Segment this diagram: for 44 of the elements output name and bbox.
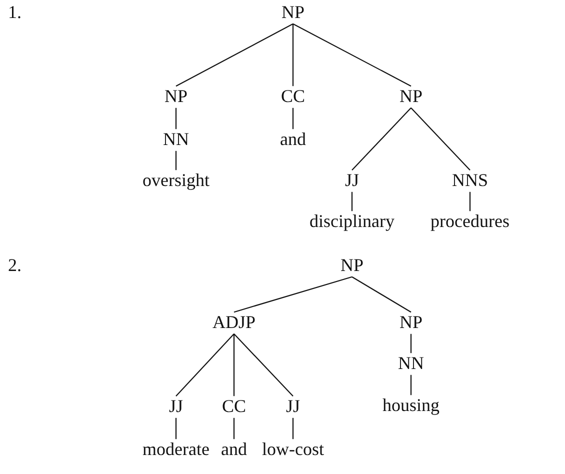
tree-label: NP xyxy=(164,87,188,107)
tree-branch xyxy=(234,276,352,313)
tree-branch xyxy=(292,418,294,440)
tree-branch xyxy=(176,23,294,87)
tree-branch xyxy=(410,374,412,396)
tree-label: NN xyxy=(397,354,425,374)
tree-branch xyxy=(410,108,470,170)
tree-label: JJ xyxy=(344,171,360,191)
tree-branch xyxy=(292,23,412,87)
tree-label: NP xyxy=(340,256,364,276)
tree-label: disciplinary xyxy=(308,212,396,232)
tree-label: moderate xyxy=(142,440,210,460)
tree-label: and xyxy=(220,440,248,460)
tree-label: and xyxy=(279,130,307,150)
tree-branch xyxy=(351,192,353,212)
tree-label: JJ xyxy=(285,397,301,417)
tree-branch xyxy=(469,192,471,212)
tree-number: 1. xyxy=(8,3,22,23)
tree-branch xyxy=(233,334,235,396)
tree-label: housing xyxy=(382,396,440,416)
tree-label: NP xyxy=(398,313,424,333)
tree-label: procedures xyxy=(430,212,510,232)
tree-branch xyxy=(175,418,177,440)
tree-label: JJ xyxy=(168,397,184,417)
tree-label: NN xyxy=(162,130,190,150)
tree-branch xyxy=(292,108,294,130)
tree-branch xyxy=(233,418,235,440)
tree-label: NP xyxy=(280,3,306,23)
tree-label: CC xyxy=(221,397,247,417)
tree-branch xyxy=(175,108,177,130)
tree-label: NP xyxy=(398,87,424,107)
tree-number: 2. xyxy=(8,256,22,276)
tree-branch xyxy=(352,276,412,313)
tree-label: NNS xyxy=(451,171,489,191)
tree-branch xyxy=(292,24,294,86)
tree-branch xyxy=(234,334,294,396)
tree-branch xyxy=(352,108,412,170)
tree-branch xyxy=(176,334,234,396)
tree-branch xyxy=(175,150,177,170)
tree-branch xyxy=(410,334,412,354)
tree-label: low-cost xyxy=(261,440,325,460)
tree-label: ADJP xyxy=(212,313,256,333)
tree-label: CC xyxy=(280,87,306,107)
tree-label: oversight xyxy=(142,171,210,191)
